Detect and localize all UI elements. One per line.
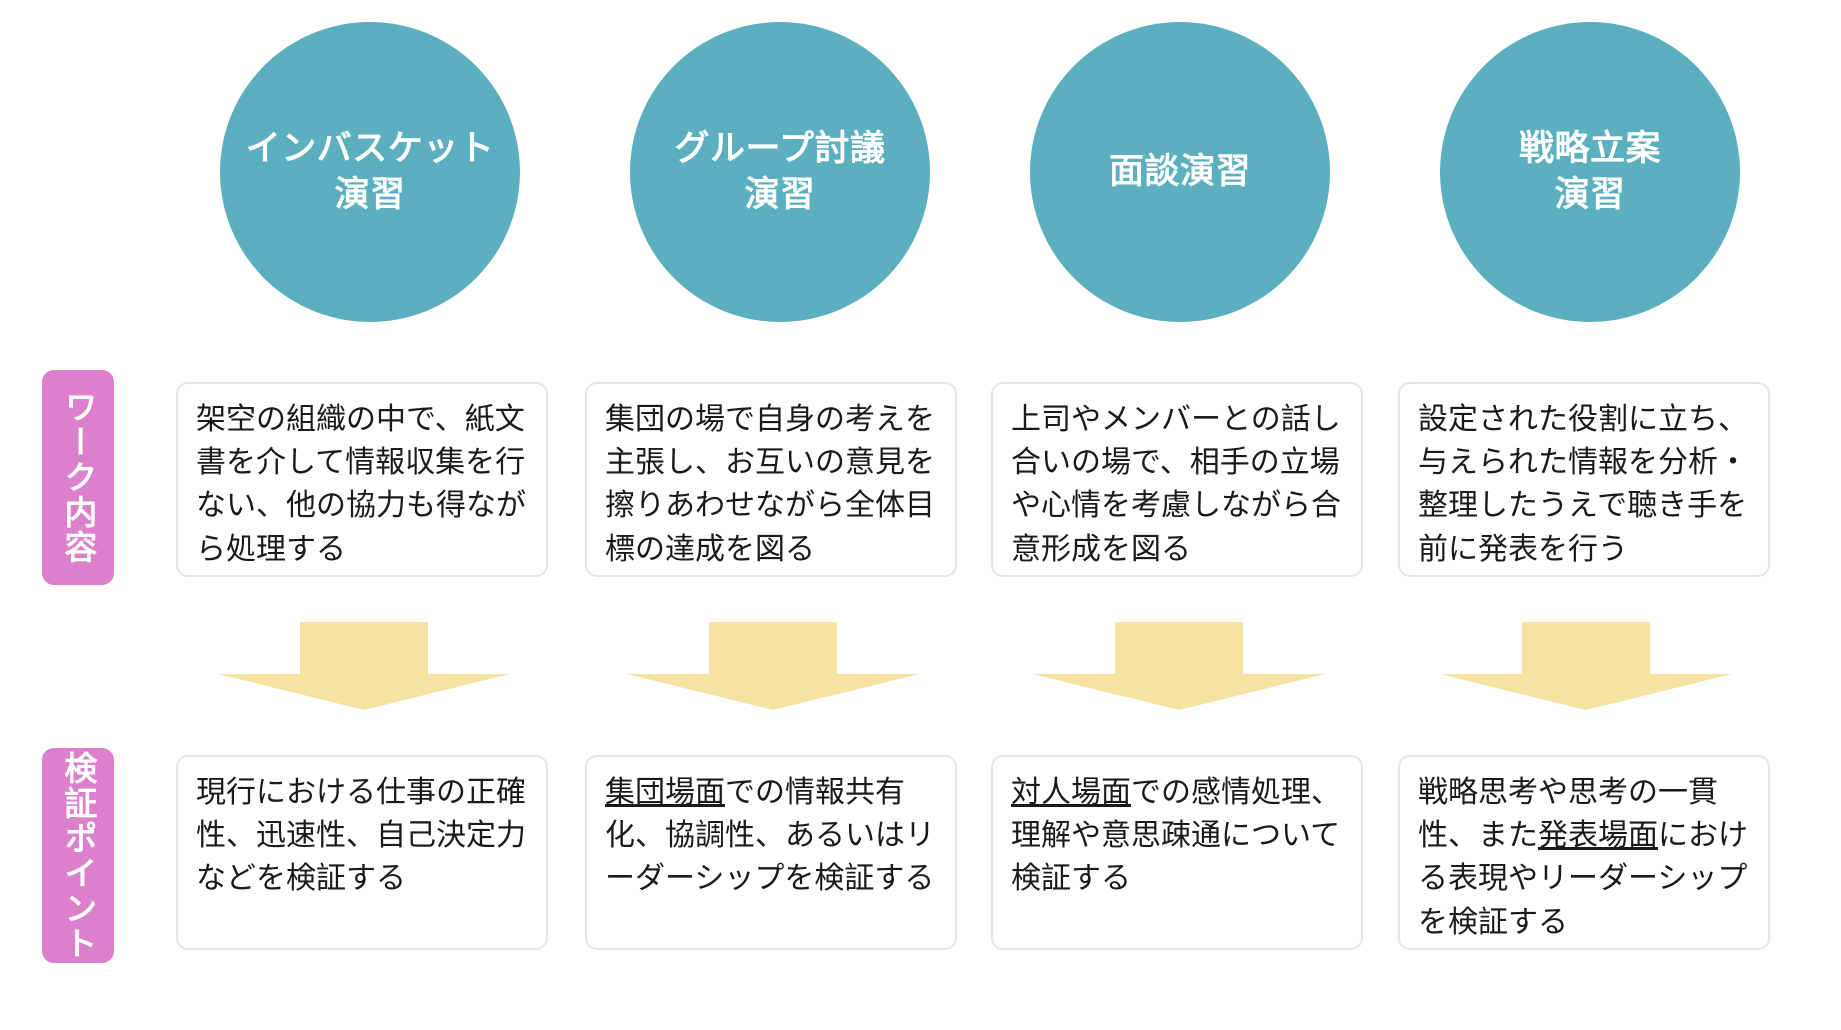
exercise-circle-in-basket: インバスケット 演習	[220, 22, 520, 322]
row-label-check-point: 検証ポイント	[42, 748, 114, 963]
exercise-circle-label: 戦略立案 演習	[1518, 128, 1661, 214]
check-point-card-interview: 対人場面での感情処理、理解や意思疎通について検証する	[991, 755, 1363, 950]
work-content-card-group-discussion: 集団の場で自身の考えを主張し、お互いの意見を擦りあわせながら全体目標の達成を図る	[585, 382, 957, 577]
exercise-circle-interview: 面談演習	[1030, 22, 1330, 322]
card-text: 架空の組織の中で、紙文書を介して情報収集を行ない、他の協力も得ながら処理する	[196, 403, 526, 566]
card-text: 戦略思考や思考の一貫性、また発表場面における表現やリーダーシップを検証する	[1418, 776, 1748, 939]
exercise-circle-strategy-planning: 戦略立案 演習	[1440, 22, 1740, 322]
card-text: 集団の場で自身の考えを主張し、お互いの意見を擦りあわせながら全体目標の達成を図る	[605, 403, 935, 566]
row-label-work-content: ワーク内容	[42, 370, 114, 585]
down-arrow-interview	[1033, 622, 1325, 710]
card-text: 設定された役割に立ち、与えられた情報を分析・整理したうえで聴き手を前に発表を行う	[1418, 403, 1748, 566]
card-text: 上司やメンバーとの話し合いの場で、相手の立場や心情を考慮しながら合意形成を図る	[1011, 403, 1341, 566]
work-content-card-interview: 上司やメンバーとの話し合いの場で、相手の立場や心情を考慮しながら合意形成を図る	[991, 382, 1363, 577]
exercise-circle-label: 面談演習	[1108, 151, 1251, 191]
check-point-card-in-basket: 現行における仕事の正確性、迅速性、自己決定力などを検証する	[176, 755, 548, 950]
exercise-circle-label: グループ討議 演習	[674, 128, 886, 214]
exercise-circle-label: インバスケット 演習	[245, 128, 495, 214]
check-point-card-group-discussion: 集団場面での情報共有化、協調性、あるいはリーダーシップを検証する	[585, 755, 957, 950]
work-content-card-in-basket: 架空の組織の中で、紙文書を介して情報収集を行ない、他の協力も得ながら処理する	[176, 382, 548, 577]
down-arrow-group-discussion	[627, 622, 919, 710]
work-content-card-strategy-planning: 設定された役割に立ち、与えられた情報を分析・整理したうえで聴き手を前に発表を行う	[1398, 382, 1770, 577]
card-text: 対人場面での感情処理、理解や意思疎通について検証する	[1011, 776, 1341, 896]
down-arrow-strategy-planning	[1440, 622, 1732, 710]
card-text: 現行における仕事の正確性、迅速性、自己決定力などを検証する	[196, 776, 526, 896]
exercise-circle-group-discussion: グループ討議 演習	[630, 22, 930, 322]
down-arrow-in-basket	[218, 622, 510, 710]
card-text: 集団場面での情報共有化、協調性、あるいはリーダーシップを検証する	[605, 776, 935, 896]
check-point-card-strategy-planning: 戦略思考や思考の一貫性、また発表場面における表現やリーダーシップを検証する	[1398, 755, 1770, 950]
